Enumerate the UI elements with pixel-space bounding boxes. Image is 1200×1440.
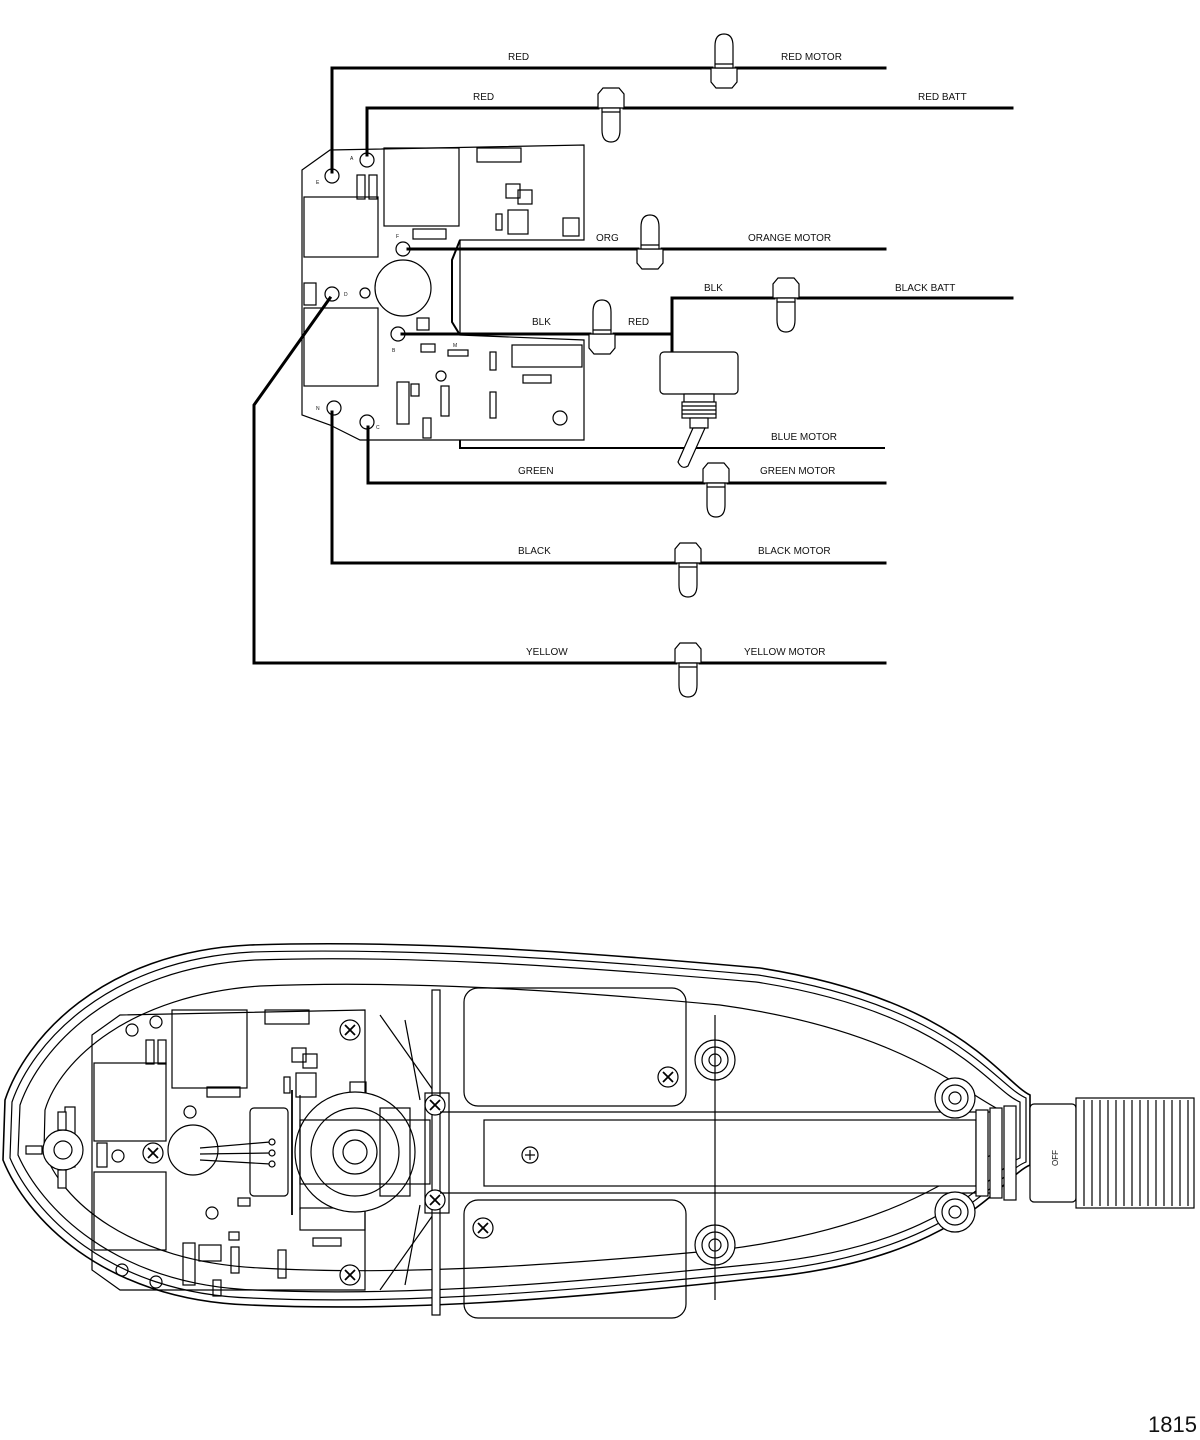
label-orange-motor: ORANGE MOTOR bbox=[748, 233, 831, 244]
label-red-motor: RED MOTOR bbox=[781, 52, 842, 63]
label-yellow-motor: YELLOW MOTOR bbox=[744, 647, 826, 658]
connector-blk bbox=[588, 299, 616, 355]
label-black: BLACK bbox=[518, 546, 551, 557]
handle-off-label: OFF bbox=[1051, 1150, 1060, 1166]
pin-label-d: D bbox=[344, 292, 348, 298]
connector-green bbox=[702, 462, 730, 518]
wires bbox=[252, 66, 1014, 665]
label-black-batt: BLACK BATT bbox=[895, 283, 955, 294]
label-org: ORG bbox=[596, 233, 619, 244]
connector-red-batt bbox=[597, 87, 625, 143]
toggle-switch bbox=[659, 351, 739, 468]
label-red-batt: RED BATT bbox=[918, 92, 967, 103]
pin-label-n: N bbox=[316, 406, 320, 412]
label-yellow: YELLOW bbox=[526, 647, 568, 658]
label-black-motor: BLACK MOTOR bbox=[758, 546, 831, 557]
motor-head-assembly: OFF bbox=[2, 942, 1195, 1319]
pin-label-a: A bbox=[350, 156, 354, 162]
connector-black bbox=[674, 542, 702, 598]
label-red-switch: RED bbox=[628, 317, 649, 328]
label-green-motor: GREEN MOTOR bbox=[760, 466, 835, 477]
pin-label-e: E bbox=[316, 180, 320, 186]
pin-label-m: M bbox=[453, 343, 457, 349]
wiring-schematic: A E F D B M N C bbox=[252, 33, 1014, 698]
pin-label-c: C bbox=[376, 425, 380, 431]
label-green: GREEN bbox=[518, 466, 554, 477]
connector-yellow bbox=[674, 642, 702, 698]
label-blue-motor: BLUE MOTOR bbox=[771, 432, 837, 443]
connector-red-motor bbox=[710, 33, 738, 89]
circuit-board: A E F D B M N C bbox=[301, 144, 585, 441]
handle-grip bbox=[1083, 1100, 1189, 1206]
label-red-top: RED bbox=[508, 52, 529, 63]
pin-label-b: B bbox=[392, 348, 396, 354]
figure-number: 1815 bbox=[1148, 1412, 1197, 1437]
label-blk-mid: BLK bbox=[532, 317, 551, 328]
pin-label-f: F bbox=[396, 234, 399, 240]
connector-black-batt bbox=[772, 277, 800, 333]
label-red-mid: RED bbox=[473, 92, 494, 103]
wire-labels: RED RED MOTOR RED RED BATT ORG ORANGE MO… bbox=[473, 52, 967, 658]
label-blk-top: BLK bbox=[704, 283, 723, 294]
connector-orange bbox=[636, 214, 664, 270]
